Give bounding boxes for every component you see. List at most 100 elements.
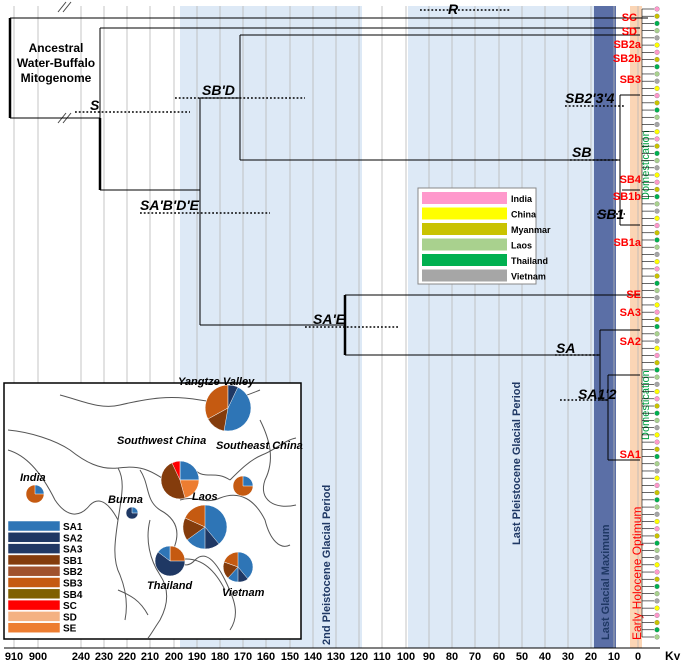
- tip-dot: [654, 20, 660, 26]
- tip-dot: [654, 511, 660, 517]
- country-legend-label: India: [511, 194, 533, 204]
- tip-dot: [654, 583, 660, 590]
- tip-dot: [654, 482, 660, 488]
- x-tick-label: 190: [188, 651, 206, 660]
- tip-dot: [654, 352, 660, 359]
- label-domestication-1: Domestication: [640, 130, 652, 200]
- grid-lines: [13, 6, 639, 648]
- country-swatch: [422, 238, 507, 251]
- tip-comb: [641, 6, 660, 640]
- map-label-vietnam: Vietnam: [222, 587, 265, 599]
- country-swatch: [422, 207, 507, 220]
- x-tick-label: 90: [423, 651, 435, 660]
- tip-dot: [654, 35, 660, 41]
- tip-dot: [654, 215, 660, 221]
- haplo-legend-label: SB2: [63, 567, 83, 578]
- label-holocene: Early Holocene Optimum: [630, 507, 644, 640]
- tip-dot: [654, 78, 660, 84]
- map-pies: [25, 384, 254, 583]
- haplo-legend-label: SA3: [63, 545, 83, 556]
- node-SB234: SB2'3'4: [565, 90, 615, 106]
- haplo-swatch: [7, 543, 61, 554]
- tip-dot: [654, 266, 660, 272]
- map-label-yangtze: Yangtze Valley: [178, 376, 255, 388]
- tip-dot: [654, 165, 660, 171]
- haplo-swatch: [7, 532, 61, 543]
- tip-dot: [654, 273, 660, 279]
- haplo-legend-label: SA2: [63, 533, 83, 544]
- haplo-legend-label: SC: [63, 601, 77, 612]
- node-SA: SA: [556, 340, 575, 356]
- tip-dot: [654, 612, 660, 618]
- tip-dot: [654, 93, 660, 99]
- tip-dot: [654, 6, 660, 12]
- tip-dot: [654, 620, 660, 626]
- clade-labels: SC SD SB2a SB2b SB3 SB4 SB1b SB1a SE SA3…: [613, 12, 642, 461]
- tip-dot: [654, 309, 660, 315]
- tip-dot: [654, 540, 660, 546]
- tip-dot: [654, 389, 660, 395]
- x-tick-label: 170: [234, 651, 252, 660]
- x-tick-label: 40: [539, 651, 551, 660]
- tip-dot: [654, 562, 660, 568]
- tip-dot: [654, 56, 660, 63]
- x-tick-label: 220: [118, 651, 136, 660]
- x-tick-label: 910: [5, 651, 23, 660]
- tip-dot: [654, 345, 660, 351]
- tip-dot: [654, 208, 660, 214]
- haplo-legend-label: SE: [63, 624, 77, 635]
- clade-SB2b: SB2b: [613, 53, 641, 65]
- map-label-burma: Burma: [108, 494, 143, 506]
- x-tick-label: 240: [72, 651, 90, 660]
- x-tick-label: 140: [304, 651, 322, 660]
- x-tick-label: 150: [281, 651, 299, 660]
- tip-dot: [654, 251, 660, 257]
- haplo-legend-label: SA1: [63, 522, 83, 533]
- tip-dot: [654, 598, 660, 604]
- tip-dot: [654, 533, 660, 539]
- map-label-india: India: [20, 472, 46, 484]
- tip-dot: [654, 518, 660, 525]
- x-tick-label: 200: [165, 651, 183, 660]
- haplo-legend-label: SD: [63, 612, 77, 623]
- map-label-laos: Laos: [192, 491, 218, 503]
- tip-dot: [654, 158, 660, 164]
- label-domestication-2: Domestication: [640, 370, 652, 440]
- tip-dot: [654, 367, 660, 373]
- map-labels: Yangtze Valley Southwest China Southeast…: [20, 376, 303, 599]
- band-last-glacial: [408, 6, 594, 648]
- tip-dot: [654, 627, 660, 633]
- tip-dot: [654, 107, 660, 113]
- country-swatch: [422, 223, 507, 235]
- x-axis-unit: Ky: [665, 649, 681, 660]
- label-last-glacial: Last Pleistocene Glacial Period: [511, 382, 523, 545]
- tip-dot: [654, 569, 660, 575]
- label-second-glacial: 2nd Pleistocene Glacial Period: [321, 485, 333, 645]
- country-legend-label: China: [511, 210, 537, 220]
- tip-dot: [654, 555, 660, 561]
- node-SABDE: SA'B'D'E: [140, 197, 200, 213]
- clade-SB3: SB3: [620, 74, 641, 86]
- tip-dot: [654, 223, 660, 229]
- root-label: Ancestral Water-Buffalo Mitogenome: [17, 41, 95, 85]
- band-holocene: [630, 6, 642, 648]
- tip-dot: [654, 259, 660, 265]
- haplo-legend-label: SB4: [63, 590, 83, 601]
- x-tick-label: 0: [635, 651, 641, 660]
- tip-dot: [654, 28, 660, 34]
- node-SAE: SA'E: [313, 311, 346, 327]
- tip-dot: [654, 71, 660, 77]
- root-label-line-2: Water-Buffalo: [17, 56, 95, 70]
- clade-SB4: SB4: [620, 174, 642, 186]
- country-swatch: [422, 269, 507, 282]
- inset-map: Yangtze Valley Southwest China Southeast…: [3, 376, 303, 640]
- tip-dot: [654, 114, 660, 120]
- tip-dot: [654, 403, 660, 409]
- tip-dot: [654, 136, 660, 142]
- tree-branches: [8, 17, 648, 461]
- haplo-swatch: [7, 611, 61, 622]
- x-tick-label: 20: [585, 651, 597, 660]
- country-legend-label: Laos: [511, 241, 532, 251]
